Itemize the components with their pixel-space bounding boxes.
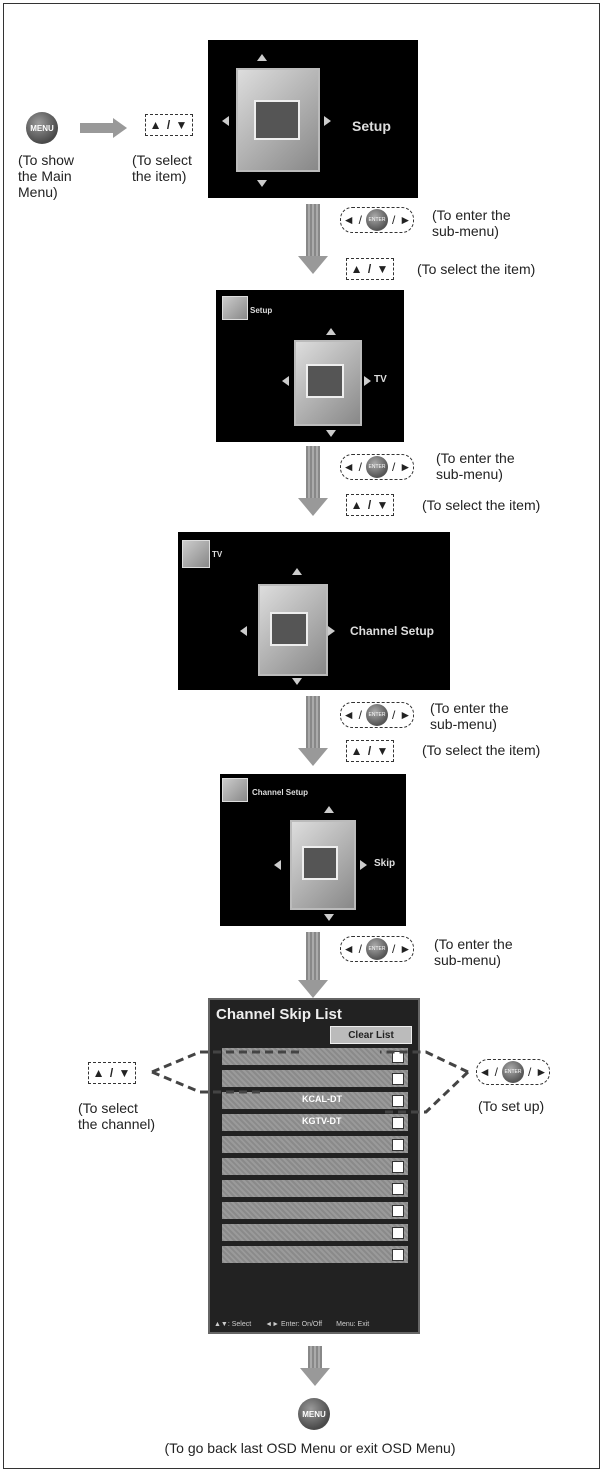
down-arrow-icon bbox=[324, 914, 334, 921]
right-arrow-icon bbox=[328, 626, 335, 636]
select-item-inline-caption: (To select the item) bbox=[422, 497, 541, 513]
table-row[interactable] bbox=[222, 1246, 408, 1263]
table-row[interactable]: KCAL-DT bbox=[222, 1092, 408, 1109]
enter-submenu-caption: (To enter the sub-menu) bbox=[436, 450, 515, 482]
channel-setup-mini-icon bbox=[222, 778, 248, 802]
skip-checkbox[interactable] bbox=[392, 1227, 404, 1239]
up-arrow-icon bbox=[326, 328, 336, 335]
right-arrow-icon bbox=[360, 860, 367, 870]
set-up-caption: (To set up) bbox=[478, 1098, 545, 1114]
up-down-button-icon: ▲ / ▼ bbox=[346, 258, 394, 280]
left-arrow-icon bbox=[240, 626, 247, 636]
left-enter-right-button-icon: ◄/ENTER/► bbox=[476, 1059, 550, 1085]
screen-label: TV bbox=[374, 374, 387, 385]
page-frame bbox=[3, 3, 600, 1469]
up-arrow-icon bbox=[257, 54, 267, 61]
select-item-inline-caption: (To select the item) bbox=[422, 742, 541, 758]
enter-submenu-caption: (To enter the sub-menu) bbox=[434, 936, 513, 968]
enter-submenu-caption: (To enter the sub-menu) bbox=[430, 700, 509, 732]
table-row[interactable] bbox=[222, 1180, 408, 1197]
table-row[interactable] bbox=[222, 1070, 408, 1087]
list-title: Channel Skip List bbox=[216, 1006, 342, 1023]
breadcrumb-label: TV bbox=[212, 550, 223, 559]
down-arrow-icon bbox=[257, 180, 267, 187]
channel-name: KCAL-DT bbox=[302, 1094, 342, 1104]
down-arrow-icon bbox=[326, 430, 336, 437]
left-arrow-icon bbox=[222, 116, 229, 126]
arrow-shaft bbox=[80, 123, 114, 133]
tv-mini-icon bbox=[182, 540, 210, 568]
setup-mini-icon bbox=[222, 296, 248, 320]
left-arrow-icon bbox=[282, 376, 289, 386]
left-arrow-icon bbox=[274, 860, 281, 870]
channel-skip-list-screen: Channel Skip List Clear List KCAL-DT KGTV… bbox=[208, 998, 420, 1334]
table-row[interactable] bbox=[222, 1158, 408, 1175]
skip-checkbox[interactable] bbox=[392, 1073, 404, 1085]
select-item-caption: (To select the item) bbox=[132, 152, 192, 184]
up-arrow-icon bbox=[292, 568, 302, 575]
down-flow-arrow bbox=[298, 446, 328, 516]
skip-checkbox[interactable] bbox=[392, 1205, 404, 1217]
menu-button-icon: MENU bbox=[298, 1398, 330, 1430]
skip-checkbox[interactable] bbox=[392, 1161, 404, 1173]
osd-screen-channel-setup: TV Channel Setup bbox=[178, 532, 450, 690]
osd-screen-setup: Setup bbox=[208, 40, 418, 198]
screen-label: Channel Setup bbox=[350, 624, 435, 638]
select-channel-caption: (To select the channel) bbox=[78, 1100, 156, 1132]
breadcrumb-label: Channel Setup bbox=[252, 788, 309, 797]
down-flow-arrow bbox=[298, 932, 328, 998]
up-down-button-icon: ▲ / ▼ bbox=[145, 114, 193, 136]
exit-caption: (To go back last OSD Menu or exit OSD Me… bbox=[164, 1440, 456, 1456]
menu-button-icon: MENU bbox=[26, 112, 58, 144]
up-down-button-icon: ▲ / ▼ bbox=[346, 494, 394, 516]
up-down-button-icon: ▲ / ▼ bbox=[88, 1062, 136, 1084]
screen-label: Setup bbox=[352, 118, 391, 134]
skip-checkbox[interactable] bbox=[392, 1139, 404, 1151]
left-enter-right-button-icon: ◄/ENTER/► bbox=[340, 936, 414, 962]
channel-setup-cube-icon bbox=[258, 584, 328, 676]
skip-cube-icon bbox=[290, 820, 356, 910]
breadcrumb-label: Setup bbox=[250, 306, 273, 315]
select-item-inline-caption: (To select the item) bbox=[417, 261, 536, 277]
down-flow-arrow bbox=[300, 1346, 330, 1386]
left-enter-right-button-icon: ◄/ENTER/► bbox=[340, 454, 414, 480]
show-main-caption: (To show the Main Menu) bbox=[18, 152, 75, 200]
skip-checkbox[interactable] bbox=[392, 1117, 404, 1129]
skip-checkbox[interactable] bbox=[392, 1183, 404, 1195]
left-enter-right-button-icon: ◄/ENTER/► bbox=[340, 207, 414, 233]
skip-checkbox[interactable] bbox=[392, 1051, 404, 1063]
enter-submenu-caption: (To enter the sub-menu) bbox=[432, 207, 511, 239]
down-flow-arrow bbox=[298, 696, 328, 766]
down-arrow-icon bbox=[292, 678, 302, 685]
osd-screen-skip: Channel Setup Skip bbox=[220, 774, 406, 926]
table-row[interactable]: KGTV-DT bbox=[222, 1114, 408, 1131]
setup-cube-icon bbox=[236, 68, 320, 172]
right-arrow-icon bbox=[113, 118, 127, 138]
skip-checkbox[interactable] bbox=[392, 1249, 404, 1261]
table-row[interactable] bbox=[222, 1136, 408, 1153]
up-arrow-icon bbox=[324, 806, 334, 813]
table-row[interactable] bbox=[222, 1202, 408, 1219]
screen-label: Skip bbox=[374, 858, 396, 869]
down-flow-arrow bbox=[298, 204, 328, 274]
tv-cube-icon bbox=[294, 340, 362, 426]
up-down-button-icon: ▲ / ▼ bbox=[346, 740, 394, 762]
right-arrow-icon bbox=[324, 116, 331, 126]
table-row[interactable] bbox=[222, 1224, 408, 1241]
skip-checkbox[interactable] bbox=[392, 1095, 404, 1107]
clear-list-button[interactable]: Clear List bbox=[330, 1026, 412, 1044]
list-footer: ▲▼: Select ◄► Enter: On/Off Menu: Exit bbox=[214, 1321, 370, 1328]
right-arrow-icon bbox=[364, 376, 371, 386]
channel-name: KGTV-DT bbox=[302, 1116, 342, 1126]
left-enter-right-button-icon: ◄/ENTER/► bbox=[340, 702, 414, 728]
osd-screen-tv: Setup TV bbox=[216, 290, 404, 442]
